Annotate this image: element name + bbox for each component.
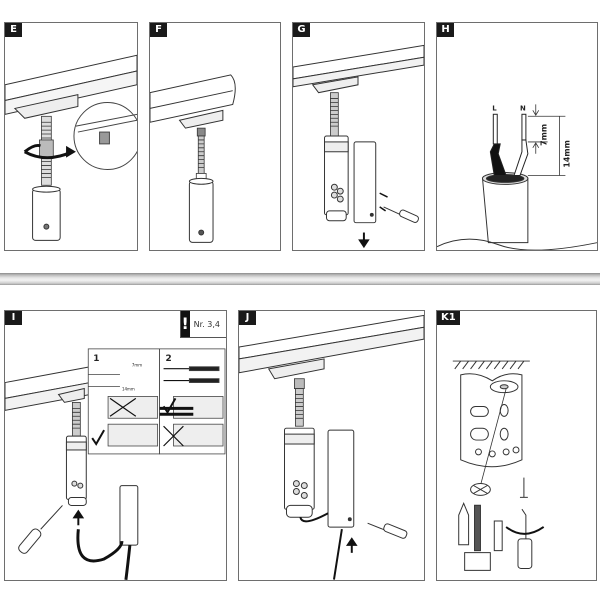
step-label-e: E [5,23,22,37]
pendant-body [32,185,61,241]
threaded-rod [330,92,339,137]
rail [5,54,137,119]
wiring-subpanel-2 [159,348,226,455]
step-f-illustration [150,74,236,243]
note-reference: Nr. 3,4 [193,319,220,329]
step-e-illustration [5,54,137,241]
screwdriver-rotate-icon [505,508,545,569]
threaded-rod [39,115,54,186]
rail [293,44,424,94]
up-arrow-icon [72,509,85,526]
step-k1-illustration [452,360,545,571]
cable-sheath [437,172,597,250]
step-label-f: F [150,23,167,37]
screwdriver-icon [383,206,419,223]
move-arrows-icon [379,192,388,212]
wire-neutral [513,113,529,177]
arrowhead [66,145,76,158]
power-cable [299,512,343,580]
step-panel-i: I ! Nr. 3,4 [4,310,227,581]
rail [150,74,236,129]
threaded-rod [294,378,305,427]
subpanel-1-number: 1 [93,354,99,364]
step-i-illustration: 1 7mm 14mm 2 [5,348,226,580]
step-panel-k1: K1 [436,310,597,581]
power-cable [76,529,132,580]
drill-mark-icon [470,483,491,496]
step-panel-g: G [292,22,425,251]
step-label-i: I [5,311,22,325]
step-label-j: J [239,311,256,325]
step-g-illustration [293,44,424,249]
dimension-lines [527,104,566,176]
mounting-bracket [460,373,523,468]
terminal-housing [284,427,315,518]
pencil-icon [458,501,470,546]
wire-live [489,113,507,177]
step-label-k1: K1 [437,311,460,325]
sheath-length-label: 14mm [562,140,571,167]
step-panel-e: E [4,22,138,251]
pendant-cover [119,485,139,546]
threaded-rod [195,127,207,182]
step-j-illustration [239,314,424,580]
step-h-illustration: L N 7mm 14mm [437,104,597,250]
step-panel-h: H L N 7mm 14mm [436,22,598,251]
wire-label-n: N [520,104,526,112]
note-box: ! Nr. 3,4 [179,311,226,338]
ceiling-hatch [452,360,530,370]
pendant-body [188,177,214,243]
screwdriver-icon [367,522,408,539]
detail-magnifier [73,102,137,170]
wire-label-l: L [492,104,497,112]
step-panel-f: F [149,22,281,251]
terminal-housing [65,435,87,506]
strip-length-label: 7mm [540,124,549,146]
step-label-h: H [437,23,454,37]
alignment-line [480,388,507,486]
step-panel-j: J [238,310,425,581]
down-arrow-icon [358,232,370,249]
warning-icon: ! [180,311,190,337]
subpanel-1-dim-long: 14mm [122,386,135,391]
terminal-housing [324,135,349,222]
rail [239,314,424,380]
threaded-rod [71,401,81,437]
up-arrow-icon [345,537,358,553]
subpanel-2-number: 2 [166,354,172,364]
section-divider [0,273,600,285]
screwdriver-icon [18,505,63,554]
step-label-g: G [293,23,310,37]
wall-plug-icon [493,520,503,552]
wiring-subpanel-1 [87,348,160,455]
screw-icon [519,477,528,498]
subpanel-1-dim-short: 7mm [132,363,142,368]
cover-tube [327,429,355,528]
drill-bit-icon [464,504,491,571]
cover-tube [353,141,377,224]
